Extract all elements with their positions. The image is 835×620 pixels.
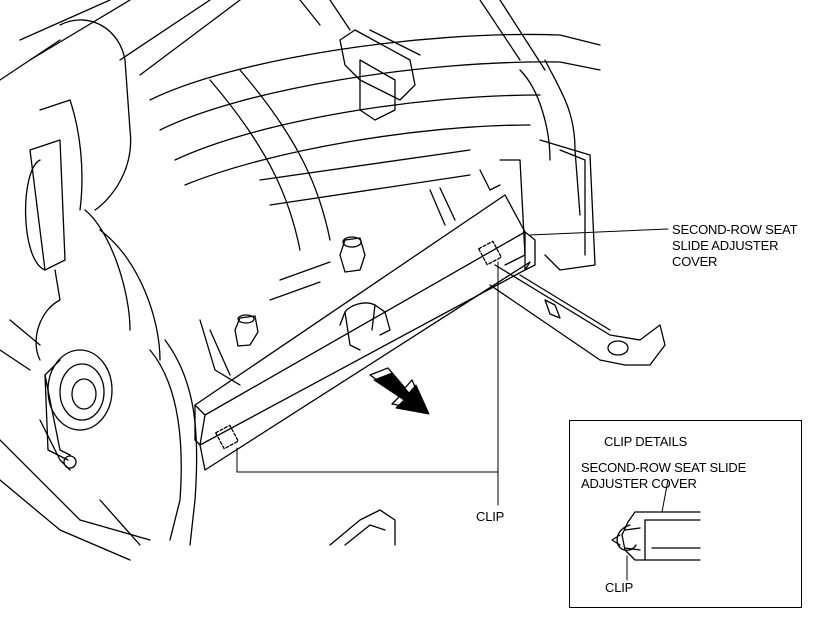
clip-label: CLIP bbox=[476, 509, 505, 524]
seat-frame-tubes bbox=[0, 0, 601, 251]
upper-bracket bbox=[339, 29, 421, 121]
left-side-bracket bbox=[0, 19, 161, 371]
slide-adjuster-cover-label-line-3: COVER bbox=[672, 254, 718, 269]
adjuster-knob bbox=[39, 349, 113, 471]
leader-lines bbox=[236, 228, 669, 506]
removal-direction-arrow-icon bbox=[369, 367, 430, 415]
clip-detail-drawing bbox=[611, 479, 701, 581]
inset-part-label-line-2: ADJUSTER COVER bbox=[581, 476, 697, 491]
inset-clip-label: CLIP bbox=[605, 580, 634, 595]
inset-part-label-line-1: SECOND-ROW SEAT SLIDE bbox=[581, 460, 747, 475]
inset-part-label: SECOND-ROW SEAT SLIDE ADJUSTER COVER bbox=[581, 460, 746, 492]
slide-rail bbox=[489, 264, 666, 366]
slide-adjuster-cover bbox=[194, 194, 536, 471]
slide-adjuster-cover-label-line-2: SLIDE ADJUSTER bbox=[672, 238, 779, 253]
right-side-frame bbox=[499, 59, 596, 271]
left-frame-rail bbox=[0, 339, 198, 561]
slide-adjuster-cover-label: SECOND-ROW SEAT SLIDE ADJUSTER COVER bbox=[672, 222, 798, 270]
inner-mechanism bbox=[199, 169, 501, 386]
clip-details-inset bbox=[569, 420, 802, 608]
clip-details-title: CLIP DETAILS bbox=[604, 434, 688, 449]
slide-adjuster-cover-label-line-1: SECOND-ROW SEAT bbox=[672, 222, 798, 237]
bottom-fragment bbox=[329, 509, 396, 546]
